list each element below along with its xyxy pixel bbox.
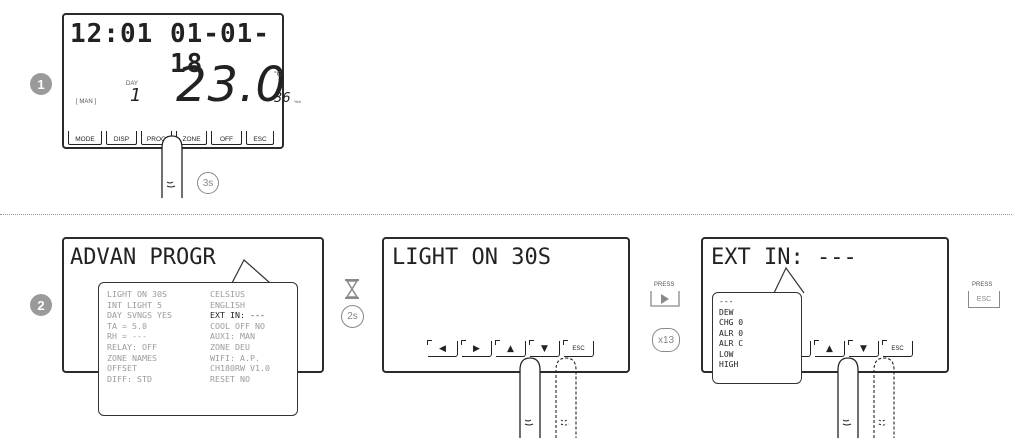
wait-time-badge: 2s (341, 305, 364, 328)
thermostat-display-3: LIGHT ON 30S ◀ ▶ ▲ ▼ ESC (382, 237, 630, 373)
callout-pointer (773, 266, 805, 294)
menu-item[interactable]: INT LIGHT 5 (107, 299, 162, 310)
day-value: 1 (130, 85, 142, 106)
callout-pointer (231, 259, 271, 284)
down-button[interactable]: ▼ (848, 340, 879, 357)
option-item[interactable]: LOW (719, 349, 734, 359)
temperature-unit: °C (274, 71, 282, 78)
clock-time: 12:01 (70, 19, 154, 49)
mode-badge: [ MAN ] (76, 99, 97, 105)
menu-left-column: LIGHT ON 30S INT LIGHT 5 DAY SVNGS YES T… (107, 289, 172, 384)
menu-right-column: CELSIUS ENGLISH EXT IN: --- COOL OFF NO … (210, 289, 270, 384)
menu-item[interactable]: AUX1: MAN (210, 331, 255, 342)
esc-button[interactable]: ESC (882, 340, 913, 357)
menu-item[interactable]: ENGLISH (210, 299, 245, 310)
finger-ghost-icon (873, 357, 895, 438)
menu-item[interactable]: TA = 5.0 (107, 320, 147, 331)
triangle-up-icon: ▲ (507, 343, 514, 354)
triangle-up-icon: ▲ (826, 343, 833, 354)
option-item[interactable]: HIGH (719, 360, 739, 369)
screen-title: LIGHT ON 30S (392, 245, 551, 270)
step-number-1: 1 (30, 73, 52, 95)
mode-button[interactable]: MODE (68, 131, 102, 145)
triangle-down-icon: ▼ (541, 343, 548, 354)
press-count-badge: x13 (652, 328, 680, 352)
finger-press-icon (519, 357, 541, 438)
option-item[interactable]: ALR C (719, 339, 744, 348)
section-divider (0, 214, 1012, 215)
menu-item-selected[interactable]: EXT IN: --- (210, 310, 265, 321)
menu-item[interactable]: WIFI: A.P. (210, 352, 260, 363)
triangle-down-icon: ▼ (860, 343, 867, 354)
esc-button[interactable]: ESC (563, 340, 594, 357)
menu-item[interactable]: RESET NO (210, 373, 250, 384)
off-button[interactable]: OFF (211, 131, 242, 145)
up-button[interactable]: ▲ (495, 340, 526, 357)
menu-item[interactable]: OFFSET (107, 363, 137, 374)
press-right-button-icon (650, 291, 680, 307)
menu-item[interactable]: RH = --- (107, 331, 147, 342)
press-esc-button-icon: ESC (968, 291, 1000, 308)
esc-label: ESC (976, 295, 992, 303)
menu-item[interactable]: LIGHT ON 30S (107, 289, 167, 299)
lcd-arrow-row: ◀ ▶ ▲ ▼ ESC (427, 340, 594, 357)
finger-press-icon (837, 357, 859, 438)
triangle-right-icon: ▶ (473, 343, 480, 354)
temperature-value: 23.0 (176, 57, 287, 113)
down-button[interactable]: ▼ (529, 340, 560, 357)
disp-button[interactable]: DISP (106, 131, 137, 145)
menu-item[interactable]: CH180RW V1.0 (210, 363, 270, 374)
menu-item[interactable]: CELSIUS (210, 289, 245, 299)
option-item[interactable]: CHG 0 (719, 318, 744, 327)
finger-ghost-icon (555, 357, 577, 438)
screen-title: EXT IN: --- (711, 245, 857, 270)
advanced-menu-list: LIGHT ON 30S INT LIGHT 5 DAY SVNGS YES T… (98, 282, 298, 416)
left-button[interactable]: ◀ (427, 340, 458, 357)
menu-item[interactable]: COOL OFF NO (210, 320, 265, 331)
finger-press-icon (161, 135, 183, 198)
humidity-value: 36 (274, 91, 291, 106)
screen-title: ADVAN PROGR (70, 245, 216, 270)
menu-item[interactable]: DAY SVNGS YES (107, 310, 172, 321)
option-item[interactable]: DEW (719, 307, 734, 317)
menu-item[interactable]: RELAY: OFF (107, 341, 157, 352)
right-button[interactable]: ▶ (461, 340, 492, 357)
menu-item[interactable]: ZONE DEU (210, 341, 250, 352)
step-number-2: 2 (30, 294, 52, 316)
option-item[interactable]: ALR 0 (719, 328, 744, 338)
menu-item[interactable]: DIFF: STD (107, 373, 152, 384)
day-label: DAY (126, 81, 138, 87)
thermostat-display-1: 12:01 01-01-18 DAY 1 [ MAN ] 23.0 °C 36 … (62, 13, 301, 149)
esc-button[interactable]: ESC (246, 131, 274, 145)
up-button[interactable]: ▲ (814, 340, 845, 357)
humidity-unit: %rh (294, 99, 302, 104)
clock-date: 01-01-18 (170, 19, 270, 79)
option-item[interactable]: --- (719, 297, 734, 306)
press-label: PRESS (972, 282, 993, 288)
hold-time-badge: 3s (197, 172, 219, 194)
ext-in-options-list: --- DEW CHG 0 ALR 0 ALR C LOW HIGH (712, 292, 802, 384)
hourglass-icon (345, 279, 359, 299)
press-label: PRESS (654, 282, 675, 288)
triangle-left-icon: ◀ (439, 343, 446, 354)
menu-item[interactable]: ZONE NAMES (107, 352, 157, 363)
